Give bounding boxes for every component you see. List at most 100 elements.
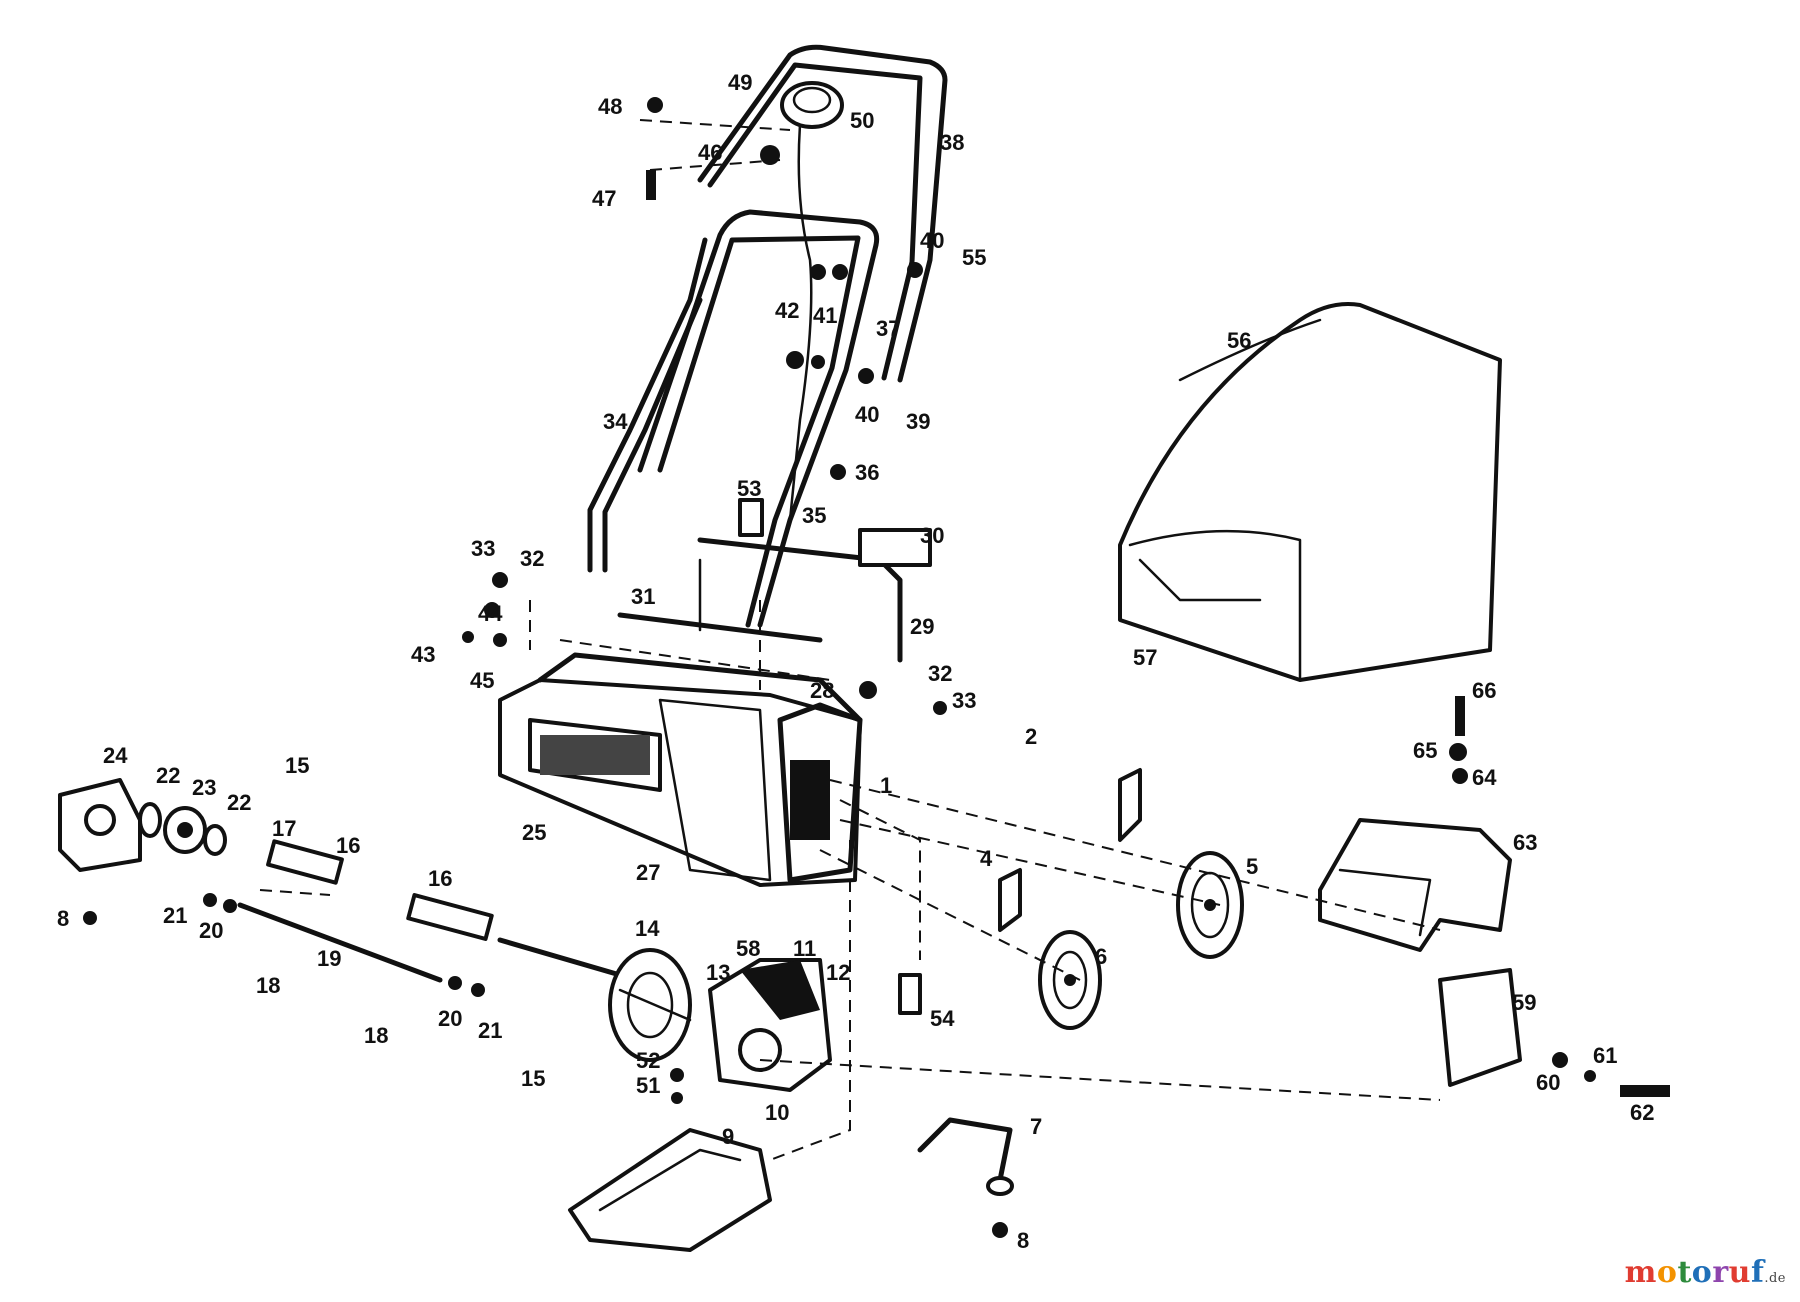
callout-51: 51 bbox=[636, 1073, 661, 1098]
callout-64: 64 bbox=[1472, 765, 1497, 790]
callout-33a: 33 bbox=[471, 536, 496, 561]
lower-handle-37-34 bbox=[587, 209, 880, 628]
callout-5: 5 bbox=[1246, 854, 1259, 879]
motoruf-watermark: motoruf.de bbox=[1625, 1255, 1786, 1290]
callout-35: 35 bbox=[802, 503, 827, 528]
rear-frame-29-31 bbox=[617, 498, 932, 663]
callout-46: 46 bbox=[698, 140, 723, 165]
callout-60: 60 bbox=[1536, 1070, 1561, 1095]
callout-9: 9 bbox=[722, 1124, 735, 1149]
bracket-7 bbox=[917, 1117, 1014, 1196]
callout-12: 12 bbox=[826, 960, 851, 985]
roller-16 bbox=[266, 839, 494, 941]
wm-letter: u bbox=[1728, 1255, 1751, 1290]
callout-15a: 15 bbox=[285, 753, 310, 778]
callout-27: 27 bbox=[636, 860, 661, 885]
callout-39: 39 bbox=[906, 409, 931, 434]
callout-23: 23 bbox=[192, 775, 217, 800]
bearing-cap-24 bbox=[58, 778, 142, 872]
callout-66: 66 bbox=[1472, 678, 1497, 703]
callout-16a: 16 bbox=[336, 833, 361, 858]
wm-letter: m bbox=[1624, 1255, 1657, 1290]
callout-34: 34 bbox=[603, 409, 628, 434]
callout-28: 28 bbox=[810, 678, 835, 703]
wm-suffix: .de bbox=[1764, 1271, 1786, 1286]
callout-14: 14 bbox=[635, 916, 660, 941]
callout-32b: 32 bbox=[928, 661, 953, 686]
callout-37: 37 bbox=[876, 316, 901, 341]
clip-54 bbox=[898, 973, 922, 1015]
callout-7: 7 bbox=[1030, 1114, 1043, 1139]
wm-letter: f bbox=[1750, 1255, 1765, 1290]
callout-52: 52 bbox=[636, 1048, 661, 1073]
callout-8a: 8 bbox=[57, 906, 70, 931]
callout-54: 54 bbox=[930, 1006, 955, 1031]
cover-63 bbox=[1318, 818, 1512, 952]
grass-catcher-56-57 bbox=[1118, 302, 1502, 682]
callout-22a: 22 bbox=[156, 763, 181, 788]
switch-box-49-50 bbox=[780, 81, 844, 522]
callout-25: 25 bbox=[522, 820, 547, 845]
clip-4 bbox=[998, 868, 1022, 932]
hardware-fasteners bbox=[83, 97, 1670, 1238]
callout-33b: 33 bbox=[952, 688, 977, 713]
upper-handle-38 bbox=[697, 44, 948, 383]
callout-50: 50 bbox=[850, 108, 875, 133]
callout-20b: 20 bbox=[438, 1006, 463, 1031]
callout-21a: 21 bbox=[163, 903, 188, 928]
callout-13: 13 bbox=[706, 960, 731, 985]
callout-59: 59 bbox=[1512, 990, 1537, 1015]
callout-2: 2 bbox=[1025, 724, 1038, 749]
wm-letter: o bbox=[1691, 1255, 1713, 1290]
callout-17: 17 bbox=[272, 816, 297, 841]
callout-40a: 40 bbox=[920, 228, 945, 253]
callout-15b: 15 bbox=[521, 1066, 546, 1091]
front-wheel-6 bbox=[1038, 930, 1102, 1030]
callout-49: 49 bbox=[728, 70, 753, 95]
callout-61: 61 bbox=[1593, 1043, 1618, 1068]
callout-42: 42 bbox=[775, 298, 800, 323]
callout-65: 65 bbox=[1413, 738, 1438, 763]
callout-22b: 22 bbox=[227, 790, 252, 815]
callout-40b: 40 bbox=[855, 402, 880, 427]
callout-56: 56 bbox=[1227, 328, 1252, 353]
callout-57: 57 bbox=[1133, 645, 1158, 670]
base-plate-9 bbox=[568, 1128, 772, 1252]
callout-62: 62 bbox=[1630, 1100, 1655, 1125]
callout-16b: 16 bbox=[428, 866, 453, 891]
callout-32a: 32 bbox=[520, 546, 545, 571]
deck-housing-25 bbox=[498, 652, 863, 887]
callout-44: 44 bbox=[478, 601, 503, 626]
callout-63: 63 bbox=[1513, 830, 1538, 855]
bearing-set-22-23 bbox=[138, 802, 227, 856]
assembly-guide-lines bbox=[259, 119, 1441, 1161]
callout-21b: 21 bbox=[478, 1018, 503, 1043]
callout-18a: 18 bbox=[256, 973, 281, 998]
callout-8b: 8 bbox=[1017, 1228, 1030, 1253]
callout-47: 47 bbox=[592, 186, 617, 211]
callout-48: 48 bbox=[598, 94, 623, 119]
tine-drum-14 bbox=[608, 948, 692, 1062]
clip-3 bbox=[1118, 768, 1142, 842]
callout-29: 29 bbox=[910, 614, 935, 639]
wm-letter: t bbox=[1677, 1255, 1692, 1290]
callout-58: 58 bbox=[736, 936, 761, 961]
callout-43: 43 bbox=[411, 642, 436, 667]
callout-1: 1 bbox=[880, 773, 893, 798]
callout-20a: 20 bbox=[199, 918, 224, 943]
flap-59 bbox=[1438, 968, 1522, 1087]
callout-24: 24 bbox=[103, 743, 128, 768]
callout-41: 41 bbox=[813, 303, 838, 328]
rear-wheel-5 bbox=[1176, 851, 1244, 959]
callout-30: 30 bbox=[920, 523, 945, 548]
callout-19: 19 bbox=[317, 946, 342, 971]
callout-18b: 18 bbox=[364, 1023, 389, 1048]
callout-45: 45 bbox=[470, 668, 495, 693]
callout-55: 55 bbox=[962, 245, 987, 270]
callout-4: 4 bbox=[980, 846, 993, 871]
wm-letter: o bbox=[1656, 1255, 1678, 1290]
shaft-19 bbox=[237, 902, 623, 983]
callout-31: 31 bbox=[631, 584, 656, 609]
callout-36: 36 bbox=[855, 460, 880, 485]
